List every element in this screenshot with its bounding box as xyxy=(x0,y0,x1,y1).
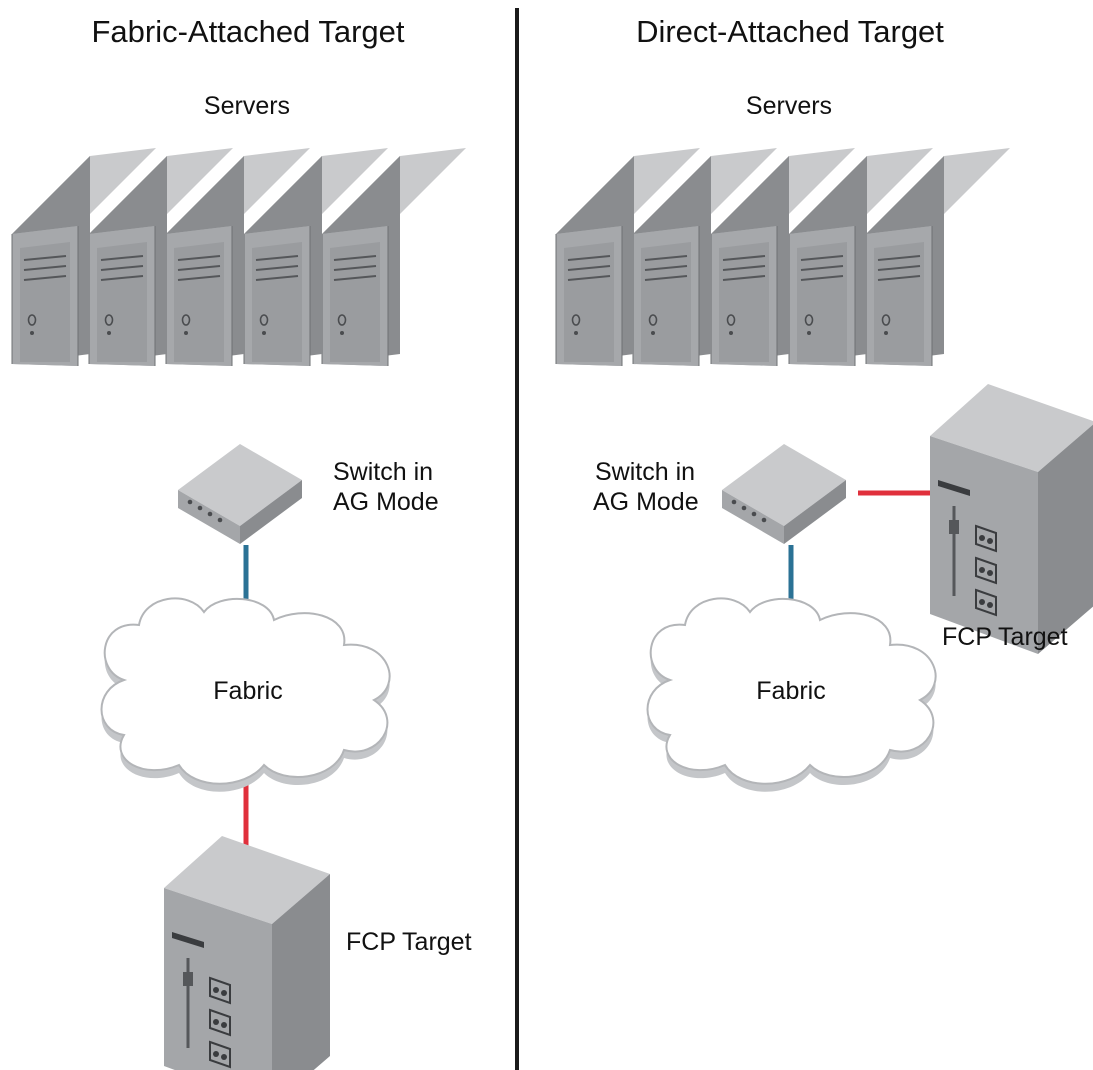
left-switch-label-line2: AG Mode xyxy=(333,488,439,516)
right-panel-title: Direct-Attached Target xyxy=(636,14,944,49)
storage-target-icon xyxy=(162,834,332,1070)
right-fabric-label: Fabric xyxy=(756,677,825,705)
left-switch-label-line1: Switch in xyxy=(333,458,433,486)
right-server-rack xyxy=(555,147,1011,367)
left-fabric-label: Fabric xyxy=(213,677,282,705)
right-target-label: FCP Target xyxy=(942,623,1068,651)
left-panel: Fabric-Attached Target Servers Switch in… xyxy=(11,14,472,1070)
right-switch-label-line2: AG Mode xyxy=(593,488,699,516)
switch-icon xyxy=(722,444,846,544)
left-servers-label: Servers xyxy=(204,92,290,120)
switch-icon xyxy=(178,444,302,544)
left-panel-title: Fabric-Attached Target xyxy=(91,14,404,49)
right-switch-label-line1: Switch in xyxy=(595,458,695,486)
right-servers-label: Servers xyxy=(746,92,832,120)
left-target-label: FCP Target xyxy=(346,928,472,956)
right-panel: Direct-Attached Target Servers Switch in… xyxy=(555,14,1093,793)
storage-target-icon xyxy=(928,382,1093,656)
left-server-rack xyxy=(11,147,467,367)
